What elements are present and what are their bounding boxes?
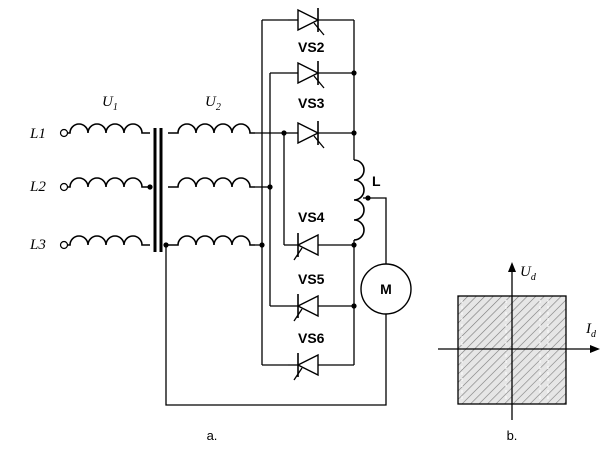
motor: M: [360, 197, 412, 315]
inductor: L: [353, 159, 381, 241]
thyristor-vs1: [284, 121, 354, 149]
line-label-l1: L1: [29, 126, 46, 142]
line-label-l3: L3: [29, 237, 46, 253]
common-rails: [351, 20, 357, 365]
terminal-l2: [59, 182, 69, 192]
terminal-l1: [59, 128, 69, 138]
thyristor-vs3: VS3: [290, 61, 354, 111]
secondary-voltage-label: U2: [205, 94, 221, 113]
phase-buses: [255, 19, 292, 366]
diagram-b: Ud Id b.: [438, 262, 600, 443]
thyristor-label-vs2: VS2: [298, 39, 325, 55]
line-label-l2: L2: [29, 179, 46, 195]
diagram-a: L1 L2 L3 U1 U2: [29, 8, 412, 443]
inductor-label: L: [372, 173, 381, 189]
motor-symbol: [360, 263, 412, 315]
neutral-wire: [165, 245, 387, 406]
caption-b: b.: [507, 428, 518, 443]
line-terminals: L1 L2 L3: [29, 126, 69, 253]
terminal-l3: [59, 240, 69, 250]
thyristor-vs4: VS4: [292, 209, 354, 261]
primary-windings: U1: [67, 94, 153, 246]
y-axis-label: Ud: [520, 264, 537, 283]
thyristor-label-vs6: VS6: [298, 330, 325, 346]
thyristor-label-vs3: VS3: [298, 95, 325, 111]
motor-label: M: [380, 281, 392, 297]
secondary-windings: U2: [163, 94, 255, 248]
primary-voltage-label: U1: [102, 94, 118, 113]
thyristor-label-vs5: VS5: [298, 271, 325, 287]
transformer-core: [153, 128, 163, 252]
x-axis-label: Id: [585, 321, 597, 340]
thyristor-vs5: VS5: [290, 271, 354, 322]
caption-a: a.: [207, 428, 218, 443]
thyristor-label-vs4: VS4: [298, 209, 325, 225]
thyristor-vs2: VS2: [288, 8, 354, 55]
thyristor-vs6: VS6: [288, 330, 354, 381]
